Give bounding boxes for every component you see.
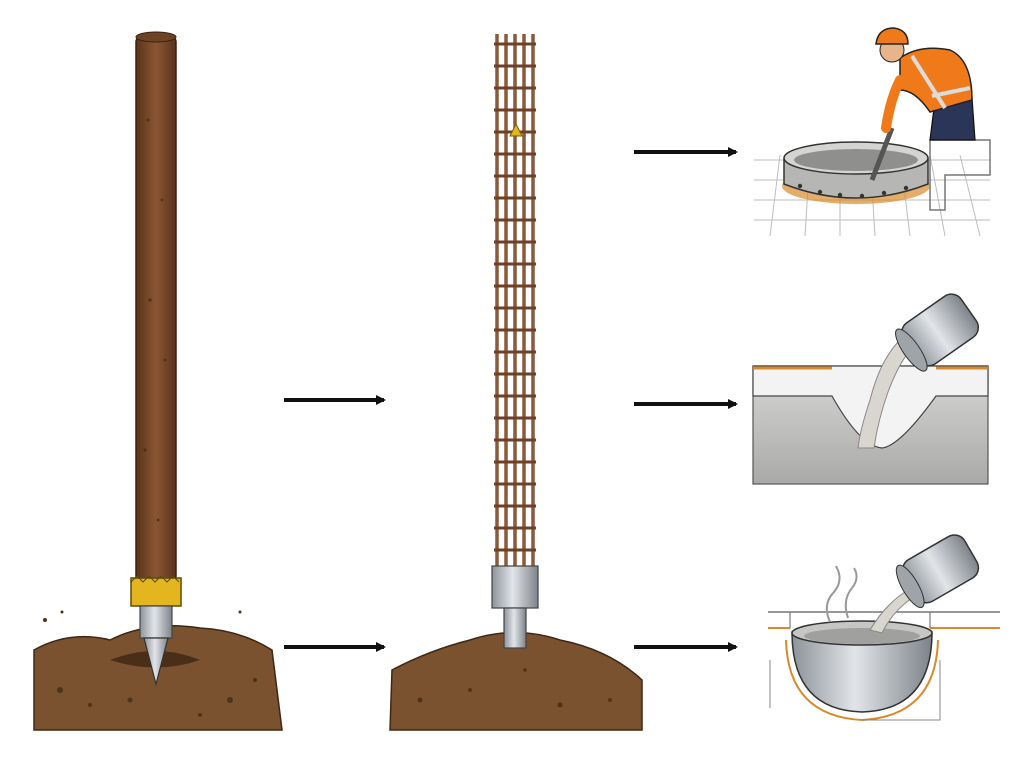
steam-wisps (825, 565, 858, 623)
soil-specks (43, 610, 257, 717)
rebar-cage-illustration (389, 34, 643, 731)
casing-pipe (503, 607, 527, 649)
drill-rod (135, 35, 177, 583)
casing-sleeve (491, 565, 539, 609)
rebar-spacer (509, 122, 523, 137)
drill-bit-sleeve (139, 605, 173, 639)
drill-rod-illustration (33, 31, 283, 731)
pouring-bucket-2 (895, 534, 980, 609)
ring-form-illustration (754, 27, 991, 237)
tamping-rod (869, 127, 895, 181)
helmet (875, 27, 909, 45)
pouring-bucket (895, 293, 980, 372)
bowl-form (791, 631, 933, 713)
process-arrows (284, 147, 738, 652)
concrete-stream-2 (869, 591, 913, 634)
bowl-fill-illustration (768, 534, 1000, 722)
concrete-pour-illustration (752, 293, 989, 485)
worker (869, 27, 976, 181)
concrete-stream (857, 339, 915, 449)
drill-bit-tip (143, 637, 169, 687)
drill-collar (130, 577, 182, 607)
rebar-vertical-bars (495, 34, 535, 568)
drill-rod-top (135, 31, 177, 43)
